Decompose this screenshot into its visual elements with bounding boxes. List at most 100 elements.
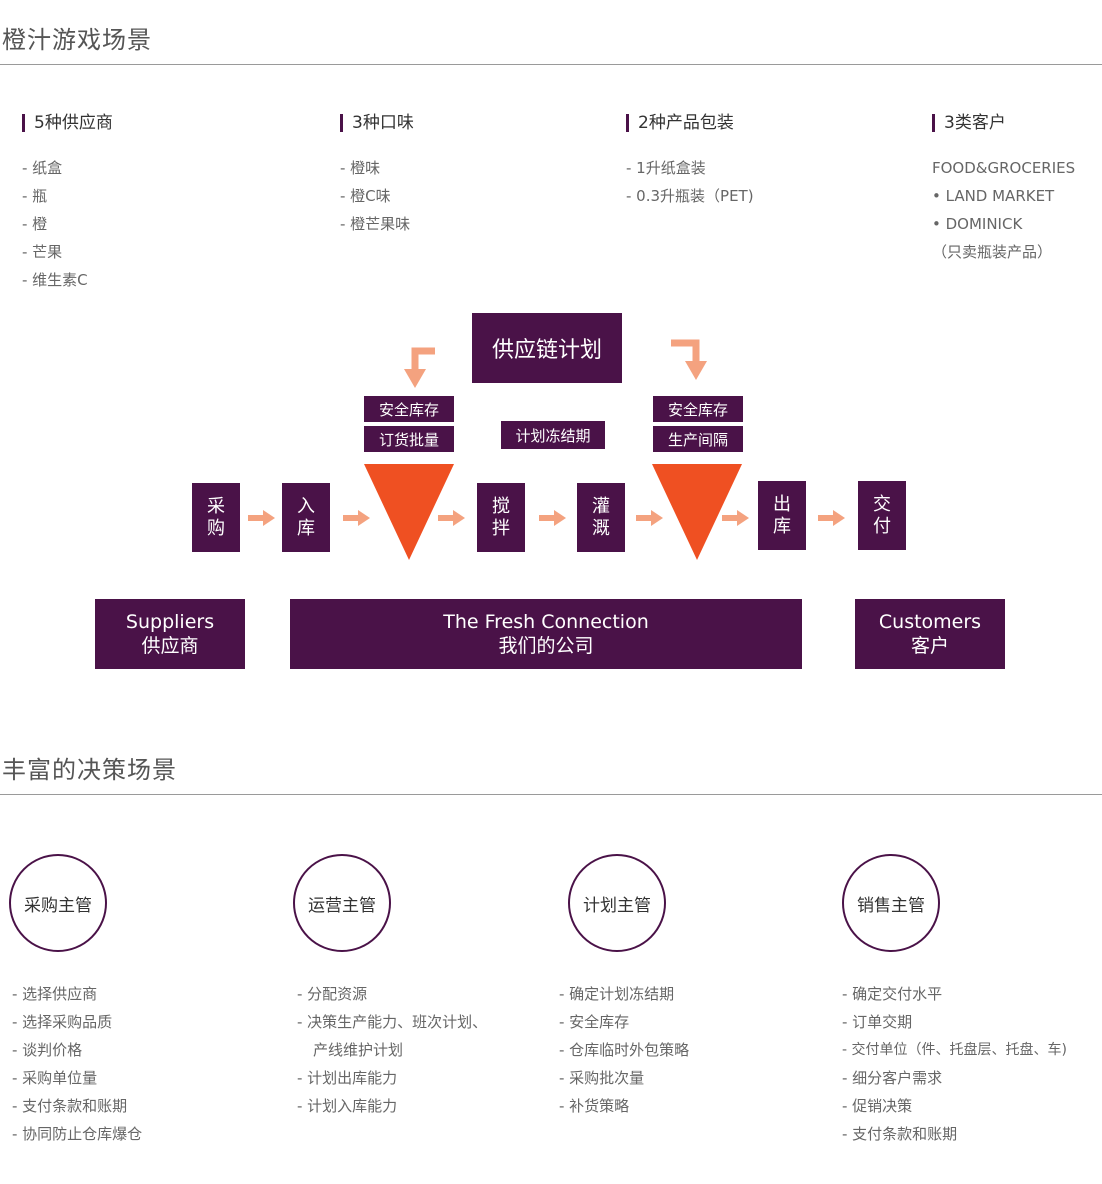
step-outbound: 出 库 — [758, 481, 806, 550]
list-item: - 细分客户需求 — [842, 1069, 943, 1087]
list-item: - 确定交付水平 — [842, 985, 943, 1003]
tag-safety-stock-left: 安全库存 — [364, 396, 454, 422]
list-item: - 交付单位（件、托盘层、托盘、车) — [842, 1042, 1067, 1058]
plan-box: 供应链计划 — [472, 313, 622, 383]
category-packaging: 2种产品包装 - 1升纸盒装 - 0.3升瓶装（PET) — [626, 114, 754, 210]
category-flavors: 3种口味 - 橙味 - 橙C味 - 橙芒果味 — [340, 114, 414, 238]
entity-en: Suppliers — [125, 611, 215, 633]
category-heading: 2种产品包装 — [626, 114, 754, 132]
section-divider — [0, 794, 1102, 795]
list-item: - 橙 — [22, 215, 48, 233]
list-item: - 促销决策 — [842, 1097, 913, 1115]
step-char: 购 — [207, 517, 225, 539]
step-inbound: 入 库 — [282, 483, 330, 552]
list-item: - 瓶 — [22, 187, 48, 205]
section-title-decision-scene: 丰富的决策场景 — [2, 756, 177, 784]
step-char: 交 — [873, 493, 891, 515]
list-item: - 1升纸盒装 — [626, 159, 706, 177]
list-item: - 支付条款和账期 — [12, 1097, 128, 1115]
section-divider — [0, 64, 1102, 65]
list-item: - 支付条款和账期 — [842, 1125, 958, 1143]
step-filling: 灌 溉 — [577, 483, 625, 552]
list-item: - 维生素C — [22, 271, 88, 289]
list-item: - 安全库存 — [559, 1013, 630, 1031]
role-circle-sales: 销售主管 — [842, 854, 940, 952]
list-item: - 确定计划冻结期 — [559, 985, 675, 1003]
list-item: - 选择供应商 — [12, 985, 98, 1003]
step-char: 拌 — [492, 517, 510, 539]
category-list: - 1升纸盒装 - 0.3升瓶装（PET) — [626, 154, 754, 210]
list-item: - 订单交期 — [842, 1013, 913, 1031]
step-purchase: 采 购 — [192, 483, 240, 552]
entity-zh: 供应商 — [141, 635, 199, 657]
list-item: FOOD&GROCERIES — [932, 159, 1076, 177]
flow-arrow-icon — [722, 510, 750, 526]
curved-arrow-right — [671, 339, 707, 380]
entity-customers: Customers 客户 — [855, 599, 1005, 669]
step-char: 库 — [297, 517, 315, 539]
list-item: • DOMINICK — [932, 215, 1023, 233]
step-char: 采 — [207, 495, 225, 517]
step-mixing: 搅 拌 — [477, 483, 525, 552]
role-circle-purchasing: 采购主管 — [9, 854, 107, 952]
list-item: - 橙味 — [340, 159, 381, 177]
category-list: FOOD&GROCERIES • LAND MARKET • DOMINICK … — [932, 154, 1075, 266]
list-item: - 补货策略 — [559, 1097, 630, 1115]
step-char: 付 — [873, 515, 891, 537]
inventory-triangle-icon — [652, 464, 742, 560]
list-item: - 采购单位量 — [12, 1069, 98, 1087]
role-list-planning: - 确定计划冻结期 - 安全库存 - 仓库临时外包策略 - 采购批次量 - 补货… — [559, 980, 689, 1120]
step-char: 出 — [773, 493, 791, 515]
list-item: - 选择采购品质 — [12, 1013, 113, 1031]
tag-freeze-period: 计划冻结期 — [501, 421, 605, 449]
tag-production-interval: 生产间隔 — [653, 426, 743, 452]
entity-zh: 客户 — [910, 635, 949, 657]
entity-company: The Fresh Connection 我们的公司 — [290, 599, 802, 669]
list-item: - 仓库临时外包策略 — [559, 1041, 690, 1059]
entity-en: The Fresh Connection — [443, 611, 649, 633]
step-char: 搅 — [492, 495, 510, 517]
role-list-purchasing: - 选择供应商 - 选择采购品质 - 谈判价格 - 采购单位量 - 支付条款和账… — [12, 980, 142, 1148]
list-item: - 芒果 — [22, 243, 63, 261]
list-item: - 分配资源 — [297, 985, 368, 1003]
list-item: - 计划入库能力 — [297, 1097, 398, 1115]
category-heading: 3种口味 — [340, 114, 414, 132]
tag-order-quantity: 订货批量 — [364, 426, 454, 452]
flow-arrow-icon — [248, 510, 276, 526]
role-list-operations: - 分配资源 - 决策生产能力、班次计划、 产线维护计划 - 计划出库能力 - … — [297, 980, 487, 1120]
list-item: - 计划出库能力 — [297, 1069, 398, 1087]
curved-arrow-left — [404, 347, 435, 388]
list-item: - 谈判价格 — [12, 1041, 83, 1059]
role-list-sales: - 确定交付水平 - 订单交期 - 交付单位（件、托盘层、托盘、车) - 细分客… — [842, 980, 1067, 1148]
list-item: - 橙芒果味 — [340, 215, 411, 233]
step-char: 溉 — [592, 517, 610, 539]
list-item: - 采购批次量 — [559, 1069, 645, 1087]
category-heading: 3类客户 — [932, 114, 1075, 132]
list-item: （只卖瓶装产品） — [932, 243, 1053, 261]
list-item: - 纸盒 — [22, 159, 63, 177]
flow-arrow-icon — [818, 510, 846, 526]
flow-arrow-icon — [438, 510, 466, 526]
list-item: 产线维护计划 — [313, 1041, 404, 1059]
category-suppliers: 5种供应商 - 纸盒 - 瓶 - 橙 - 芒果 - 维生素C — [22, 114, 113, 294]
category-list: - 橙味 - 橙C味 - 橙芒果味 — [340, 154, 414, 238]
entity-suppliers: Suppliers 供应商 — [95, 599, 245, 669]
list-item: - 橙C味 — [340, 187, 391, 205]
step-char: 库 — [773, 515, 791, 537]
inventory-triangle-icon — [364, 464, 454, 560]
category-list: - 纸盒 - 瓶 - 橙 - 芒果 - 维生素C — [22, 154, 113, 294]
entity-en: Customers — [878, 611, 982, 633]
section-title-game-scene: 橙汁游戏场景 — [2, 26, 152, 54]
step-char: 灌 — [592, 495, 610, 517]
list-item: • LAND MARKET — [932, 187, 1055, 205]
category-customers: 3类客户 FOOD&GROCERIES • LAND MARKET • DOMI… — [932, 114, 1075, 266]
step-delivery: 交 付 — [858, 481, 906, 550]
flow-arrow-icon — [539, 510, 567, 526]
tag-safety-stock-right: 安全库存 — [653, 396, 743, 422]
role-circle-planning: 计划主管 — [568, 854, 666, 952]
list-item: - 协同防止仓库爆仓 — [12, 1125, 143, 1143]
list-item: - 0.3升瓶装（PET) — [626, 187, 754, 205]
role-circle-operations: 运营主管 — [293, 854, 391, 952]
entity-zh: 我们的公司 — [498, 635, 594, 657]
list-item: - 决策生产能力、班次计划、 — [297, 1013, 488, 1031]
